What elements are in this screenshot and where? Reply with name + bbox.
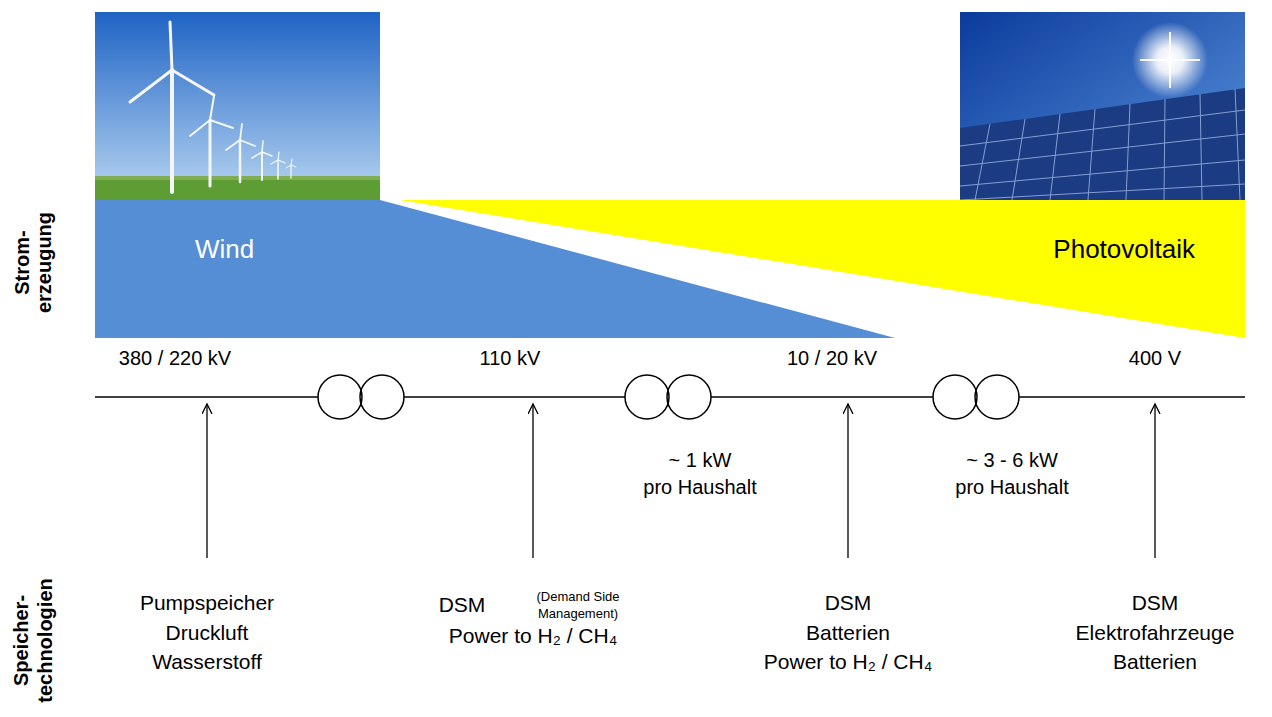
storage-item: Pumpspeicher <box>140 591 274 615</box>
storage-item: Power to H₂ / CH₄ <box>764 650 932 674</box>
voltage-label: 380 / 220 kV <box>119 347 231 370</box>
pv-photo <box>960 12 1245 200</box>
storage-item: Wasserstoff <box>152 650 262 674</box>
pv-band: Photovoltaik <box>400 200 1245 338</box>
storage-item: Elektrofahrzeuge <box>1076 621 1235 645</box>
voltage-label: 400 V <box>1129 347 1181 370</box>
storage-note: Management) <box>538 607 618 622</box>
band-label: Photovoltaik <box>1053 235 1195 265</box>
power-note: ~ 1 kW <box>669 449 732 472</box>
transformer-symbol <box>933 375 1019 419</box>
storage-item: DSM <box>439 593 486 617</box>
storage-item: DSM <box>825 591 872 615</box>
storage-item: Druckluft <box>166 621 249 645</box>
storage-item: Batterien <box>806 621 890 645</box>
storage-item: DSM <box>1132 591 1179 615</box>
row-title: erzeugung <box>34 211 57 312</box>
band-label: Wind <box>195 235 254 265</box>
leader-arrow <box>207 404 1155 558</box>
storage-item: Batterien <box>1113 650 1197 674</box>
wind-photo <box>95 12 380 200</box>
voltage-label: 10 / 20 kV <box>787 347 877 370</box>
band-shape <box>400 200 1245 338</box>
storage-note: (Demand Side <box>536 590 619 605</box>
grid-line <box>95 396 1245 398</box>
row-title: Speicher- <box>11 594 34 685</box>
row-title: Strom- <box>11 230 34 294</box>
voltage-label: 110 kV <box>480 347 541 370</box>
transformer-symbol <box>625 375 711 419</box>
row-title: technologien <box>34 578 57 702</box>
storage-item: Power to H₂ / CH₄ <box>449 624 617 648</box>
power-note: pro Haushalt <box>643 476 756 499</box>
transformer-symbol <box>318 375 404 419</box>
power-note: pro Haushalt <box>955 476 1068 499</box>
power-note: ~ 3 - 6 kW <box>966 449 1058 472</box>
